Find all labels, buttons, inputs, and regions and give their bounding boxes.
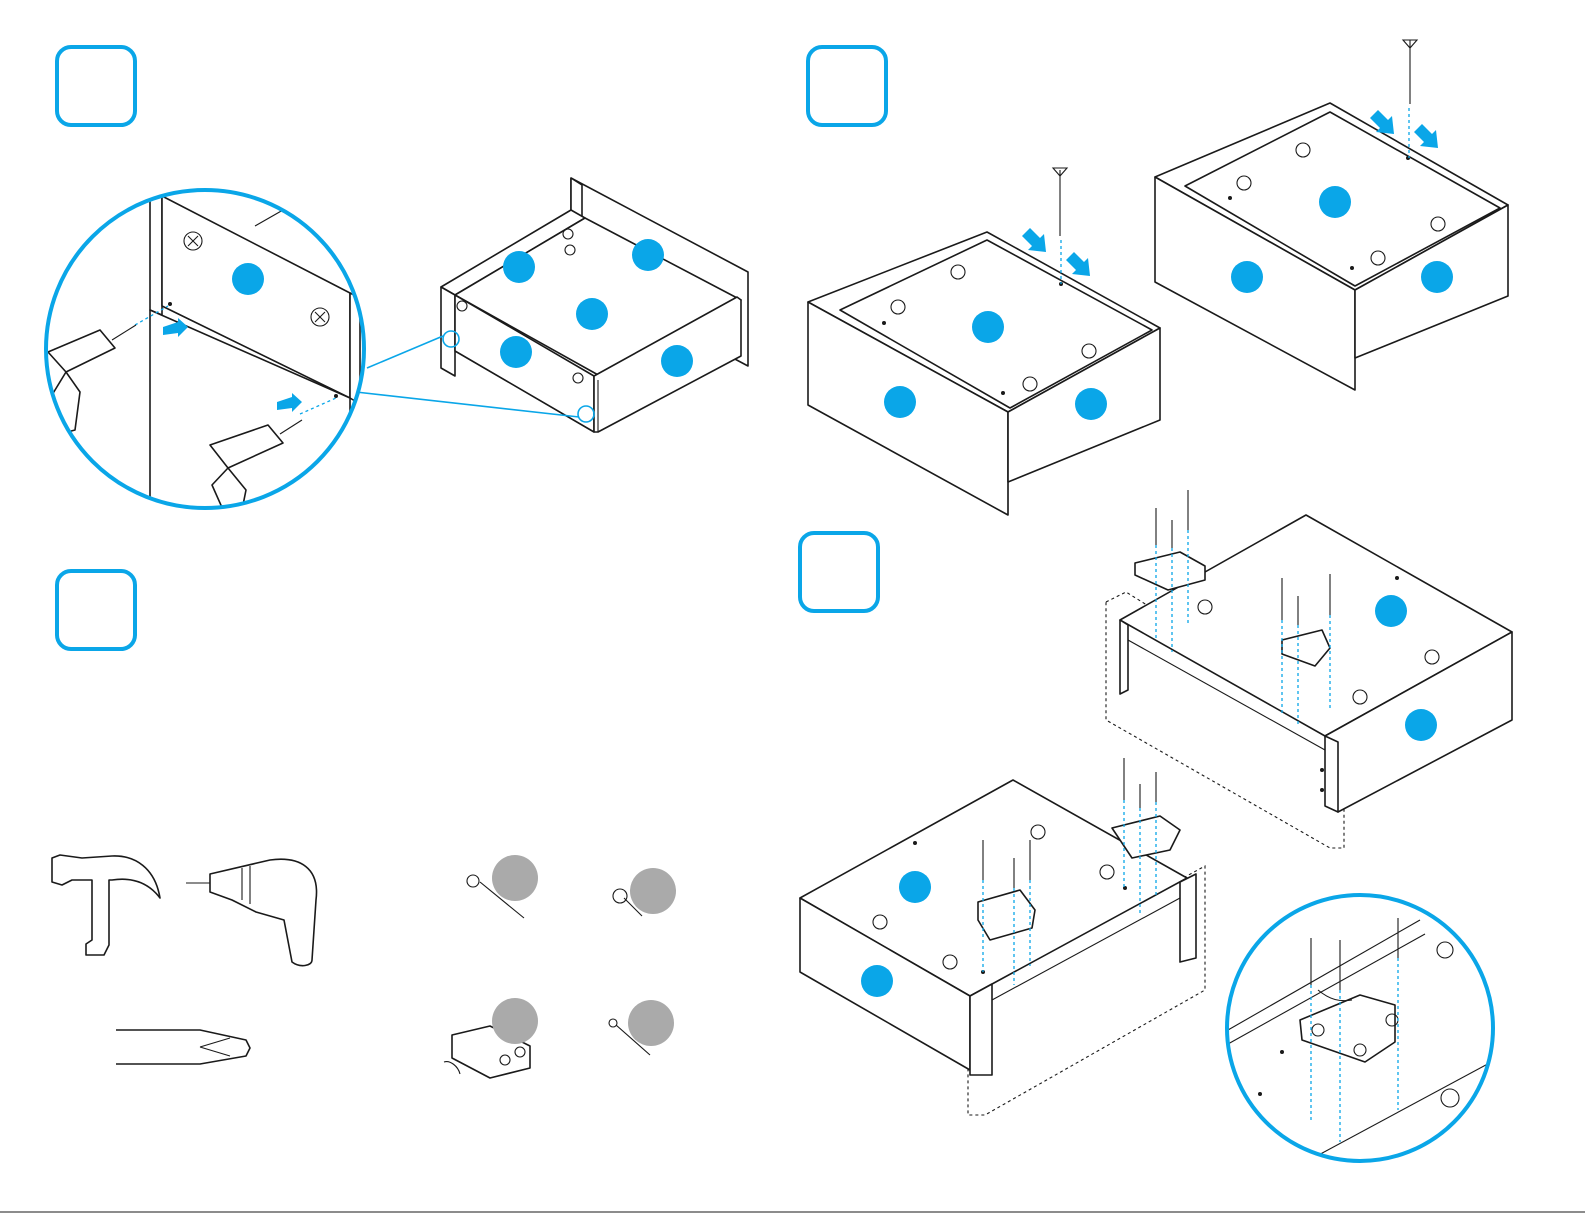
- hardware-badge-long-screw: [492, 855, 538, 901]
- part-marker: [500, 336, 532, 368]
- part-marker: [232, 263, 264, 295]
- part-marker: [972, 311, 1004, 343]
- hardware-badge-short-screw: [630, 868, 676, 914]
- part-marker: [661, 345, 693, 377]
- callout-line: [367, 336, 443, 368]
- hardware-badge-slide-clip: [492, 998, 538, 1044]
- step-1-box: [57, 47, 135, 125]
- part-marker: [1405, 709, 1437, 741]
- step-4-drawer-upper: [1106, 490, 1512, 848]
- part-marker: [576, 298, 608, 330]
- part-marker: [1075, 388, 1107, 420]
- part-marker: [1231, 261, 1263, 293]
- part-marker: [861, 965, 893, 997]
- hammer-icon: [52, 855, 160, 955]
- step-1-detail-magnifier: [46, 190, 364, 520]
- part-marker: [884, 386, 916, 418]
- hardware-badge-small-screw: [628, 1000, 674, 1046]
- step-2-box: [808, 47, 886, 125]
- step-4-drawer-lower: [800, 758, 1205, 1115]
- part-marker: [899, 871, 931, 903]
- screwdriver-icon: [116, 1030, 250, 1064]
- step-4-box: [800, 533, 878, 611]
- electric-drill-icon: [186, 859, 317, 965]
- part-marker: [503, 251, 535, 283]
- part-marker: [1319, 186, 1351, 218]
- part-marker: [632, 239, 664, 271]
- step-4-detail-magnifier: [1227, 895, 1495, 1165]
- step-3-box: [57, 571, 135, 649]
- part-marker: [1421, 261, 1453, 293]
- part-marker: [1375, 595, 1407, 627]
